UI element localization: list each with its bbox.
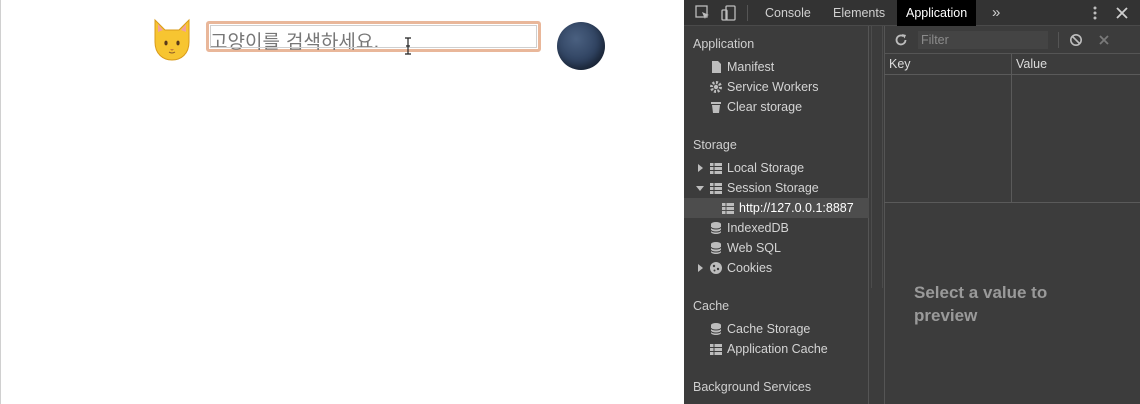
column-divider[interactable] — [1011, 54, 1012, 203]
storage-view: Filter Key Value Select a value to pr — [884, 26, 1140, 404]
expand-arrow-icon[interactable] — [698, 164, 703, 172]
clear-all-icon[interactable] — [1069, 33, 1083, 47]
sidebar-item-websql[interactable]: Web SQL — [684, 238, 869, 258]
device-toolbar-icon[interactable] — [720, 4, 738, 22]
tab-console[interactable]: Console — [765, 6, 811, 20]
collapse-arrow-icon[interactable] — [696, 186, 704, 191]
table-header: Key Value — [884, 54, 1140, 75]
tab-separator — [747, 5, 748, 21]
storage-table: Key Value — [884, 54, 1140, 203]
section-title-cache: Cache — [693, 299, 730, 313]
column-header-key[interactable]: Key — [889, 57, 911, 71]
sidebar-item-application-cache[interactable]: Application Cache — [684, 339, 869, 359]
sidebar-item-label: Application Cache — [727, 342, 828, 356]
sidebar-item-session-storage[interactable]: Session Storage — [684, 178, 869, 198]
sidebar-item-cookies[interactable]: Cookies — [684, 258, 869, 278]
section-title-storage: Storage — [693, 138, 737, 152]
sidebar-item-label: Cache Storage — [727, 322, 811, 336]
sidebar-item-label: http://127.0.0.1:8887 — [739, 201, 854, 215]
more-tabs-button[interactable]: » — [992, 4, 1001, 21]
database-icon — [710, 323, 722, 335]
sidebar-item-label: Local Storage — [727, 161, 805, 175]
sidebar-item-indexeddb[interactable]: IndexedDB — [684, 218, 869, 238]
sidebar-item-service-workers[interactable]: Service Workers — [684, 77, 869, 97]
sidebar-item-label: Session Storage — [727, 181, 819, 195]
sidebar-item-label: Manifest — [727, 60, 775, 74]
text-cursor-icon — [405, 37, 411, 55]
database-icon — [710, 242, 722, 254]
column-header-value[interactable]: Value — [1016, 57, 1048, 71]
section-title-background-services: Background Services — [693, 380, 812, 394]
sidebar-item-clear-storage[interactable]: Clear storage — [684, 97, 869, 117]
sidebar-scrollbar[interactable] — [871, 26, 883, 288]
tab-application[interactable]: Application — [897, 0, 977, 26]
document-icon — [712, 61, 721, 73]
sidebar-item-label: Web SQL — [727, 241, 781, 255]
search-placeholder: 고양이를 검색하세요. — [210, 31, 380, 53]
delete-selected-icon[interactable] — [1097, 33, 1111, 47]
filter-placeholder: Filter — [921, 33, 949, 47]
sidebar-item-session-origin[interactable]: http://127.0.0.1:8887 — [684, 198, 869, 218]
gear-icon — [710, 81, 722, 93]
sidebar-item-label: IndexedDB — [727, 221, 789, 235]
search-input[interactable]: 고양이를 검색하세요. — [206, 21, 541, 53]
grid-table-icon — [710, 183, 722, 194]
grid-table-icon — [710, 163, 722, 174]
sidebar-item-cache-storage[interactable]: Cache Storage — [684, 319, 869, 339]
application-sidebar: Application Manifest Service Workers Cle… — [684, 26, 869, 404]
grid-table-icon — [722, 203, 734, 214]
trash-icon — [711, 102, 721, 113]
devtools-panel: Console Elements Application » Applicati… — [684, 0, 1140, 404]
cat-emoji-icon — [154, 18, 190, 61]
kebab-menu-icon[interactable] — [1086, 4, 1104, 22]
preview-placeholder: Select a value to preview — [914, 283, 1048, 325]
filter-input[interactable]: Filter — [918, 31, 1048, 49]
sidebar-item-label: Service Workers — [727, 80, 819, 94]
sidebar-item-manifest[interactable]: Manifest — [684, 57, 869, 77]
pane-divider[interactable] — [884, 26, 885, 404]
grid-table-icon — [710, 344, 722, 355]
cookie-icon — [710, 262, 722, 274]
devtools-tab-bar: Console Elements Application » — [684, 0, 1140, 26]
page-viewport: 고양이를 검색하세요. — [0, 0, 605, 404]
expand-arrow-icon[interactable] — [698, 264, 703, 272]
tab-elements[interactable]: Elements — [833, 6, 886, 20]
sidebar-item-label: Clear storage — [727, 100, 803, 114]
close-icon[interactable] — [1113, 4, 1131, 22]
refresh-icon[interactable] — [894, 33, 908, 47]
toolbar-separator — [1058, 32, 1059, 48]
sidebar-item-local-storage[interactable]: Local Storage — [684, 158, 869, 178]
inspect-element-icon[interactable] — [694, 4, 712, 22]
sidebar-item-label: Cookies — [727, 261, 773, 275]
database-icon — [710, 222, 722, 234]
storage-toolbar: Filter — [884, 26, 1140, 54]
dark-mode-toggle[interactable] — [557, 22, 605, 70]
section-title-application: Application — [693, 37, 755, 51]
